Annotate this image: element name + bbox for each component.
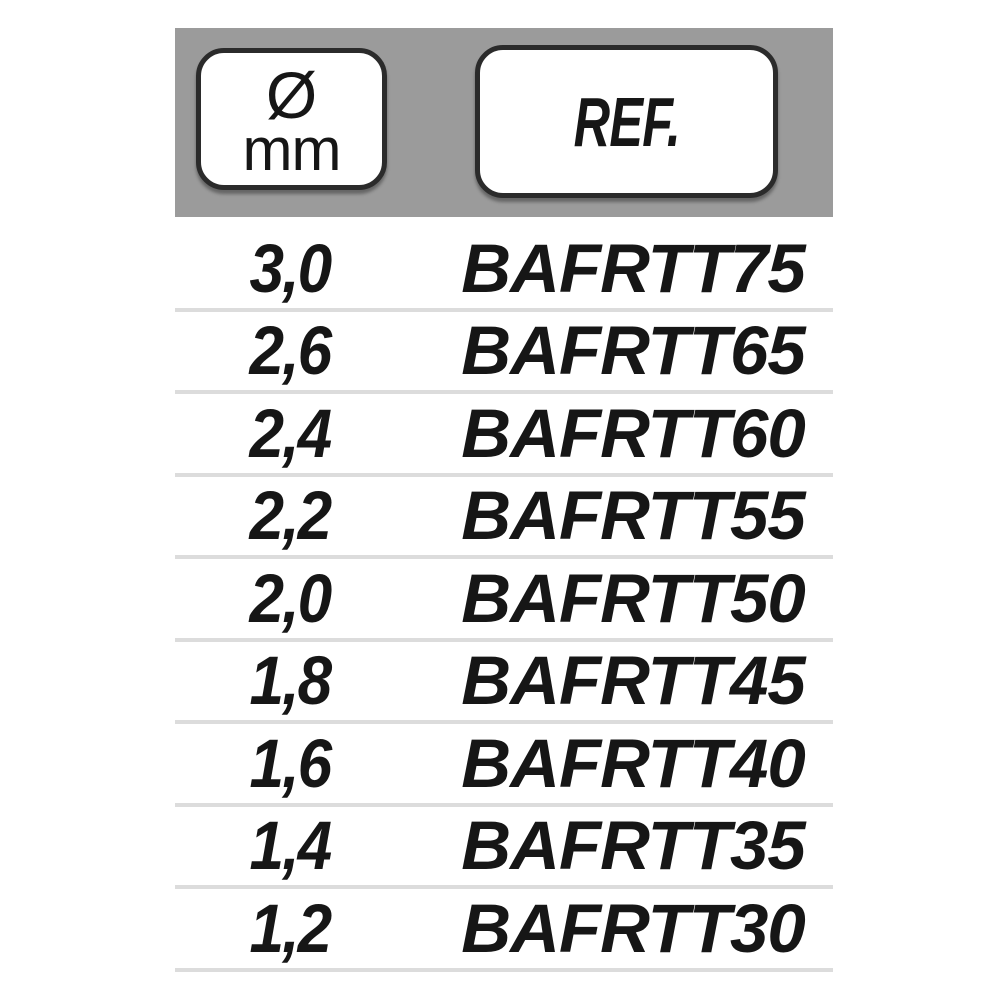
ref-value: BAFRTT50 [461, 559, 805, 637]
ref-value: BAFRTT30 [461, 889, 805, 967]
diameter-value: 2,6 [249, 312, 333, 390]
ref-value: BAFRTT55 [461, 477, 805, 555]
diameter-cell: 1,8 [175, 646, 405, 715]
diameter-value: 1,8 [249, 642, 333, 720]
ref-value: BAFRTT45 [461, 642, 805, 720]
table-row: 2,4 BAFRTT60 [175, 394, 833, 477]
diameter-cell: 2,2 [175, 481, 405, 550]
diameter-value: 2,0 [249, 559, 333, 637]
diameter-cell: 2,6 [175, 316, 405, 385]
diameter-unit-label: mm [242, 116, 342, 183]
ref-value: BAFRTT65 [461, 312, 805, 390]
diameter-value: 2,4 [249, 394, 333, 472]
table-header: Ø mm REF. [175, 28, 833, 217]
diameter-value: 1,4 [249, 807, 333, 885]
diameter-value: 1,6 [249, 724, 333, 802]
ref-cell: BAFRTT60 [405, 399, 833, 468]
table-row: 3,0 BAFRTT75 [175, 229, 833, 312]
diameter-cell: 1,2 [175, 894, 405, 963]
ref-value: BAFRTT35 [461, 807, 805, 885]
diameter-cell: 2,4 [175, 399, 405, 468]
ref-value: BAFRTT40 [461, 724, 805, 802]
ref-value: BAFRTT60 [461, 394, 805, 472]
ref-cell: BAFRTT45 [405, 646, 833, 715]
table-row: 2,2 BAFRTT55 [175, 477, 833, 559]
table-row: 2,6 BAFRTT65 [175, 312, 833, 394]
ref-column-header: REF. [475, 45, 778, 198]
table-row: 1,2 BAFRTT30 [175, 889, 833, 972]
ref-header-label: REF. [573, 82, 680, 161]
table-row: 1,6 BAFRTT40 [175, 724, 833, 807]
diameter-cell: 1,6 [175, 729, 405, 798]
diameter-icon: Ø [265, 58, 318, 132]
table-row: 1,4 BAFRTT35 [175, 807, 833, 889]
diameter-value: 1,2 [249, 889, 333, 967]
diameter-value: 2,2 [249, 477, 333, 555]
ref-cell: BAFRTT75 [405, 234, 833, 303]
table-body: 3,0 BAFRTT75 2,6 BAFRTT65 2,4 BAFRTT60 2… [175, 217, 833, 972]
ref-cell: BAFRTT30 [405, 894, 833, 963]
ref-cell: BAFRTT65 [405, 316, 833, 385]
ref-cell: BAFRTT55 [405, 481, 833, 550]
ref-cell: BAFRTT35 [405, 811, 833, 880]
diameter-column-header: Ø mm [196, 48, 387, 190]
diameter-cell: 3,0 [175, 234, 405, 303]
table-row: 2,0 BAFRTT50 [175, 559, 833, 642]
diameter-value: 3,0 [249, 229, 333, 307]
ref-cell: BAFRTT50 [405, 564, 833, 633]
table-row: 1,8 BAFRTT45 [175, 642, 833, 724]
ref-value: BAFRTT75 [461, 229, 805, 307]
diameter-cell: 1,4 [175, 811, 405, 880]
diameter-cell: 2,0 [175, 564, 405, 633]
spec-table: Ø mm REF. 3,0 BAFRTT75 2,6 BAFRTT65 2,4 … [175, 28, 833, 972]
ref-cell: BAFRTT40 [405, 729, 833, 798]
